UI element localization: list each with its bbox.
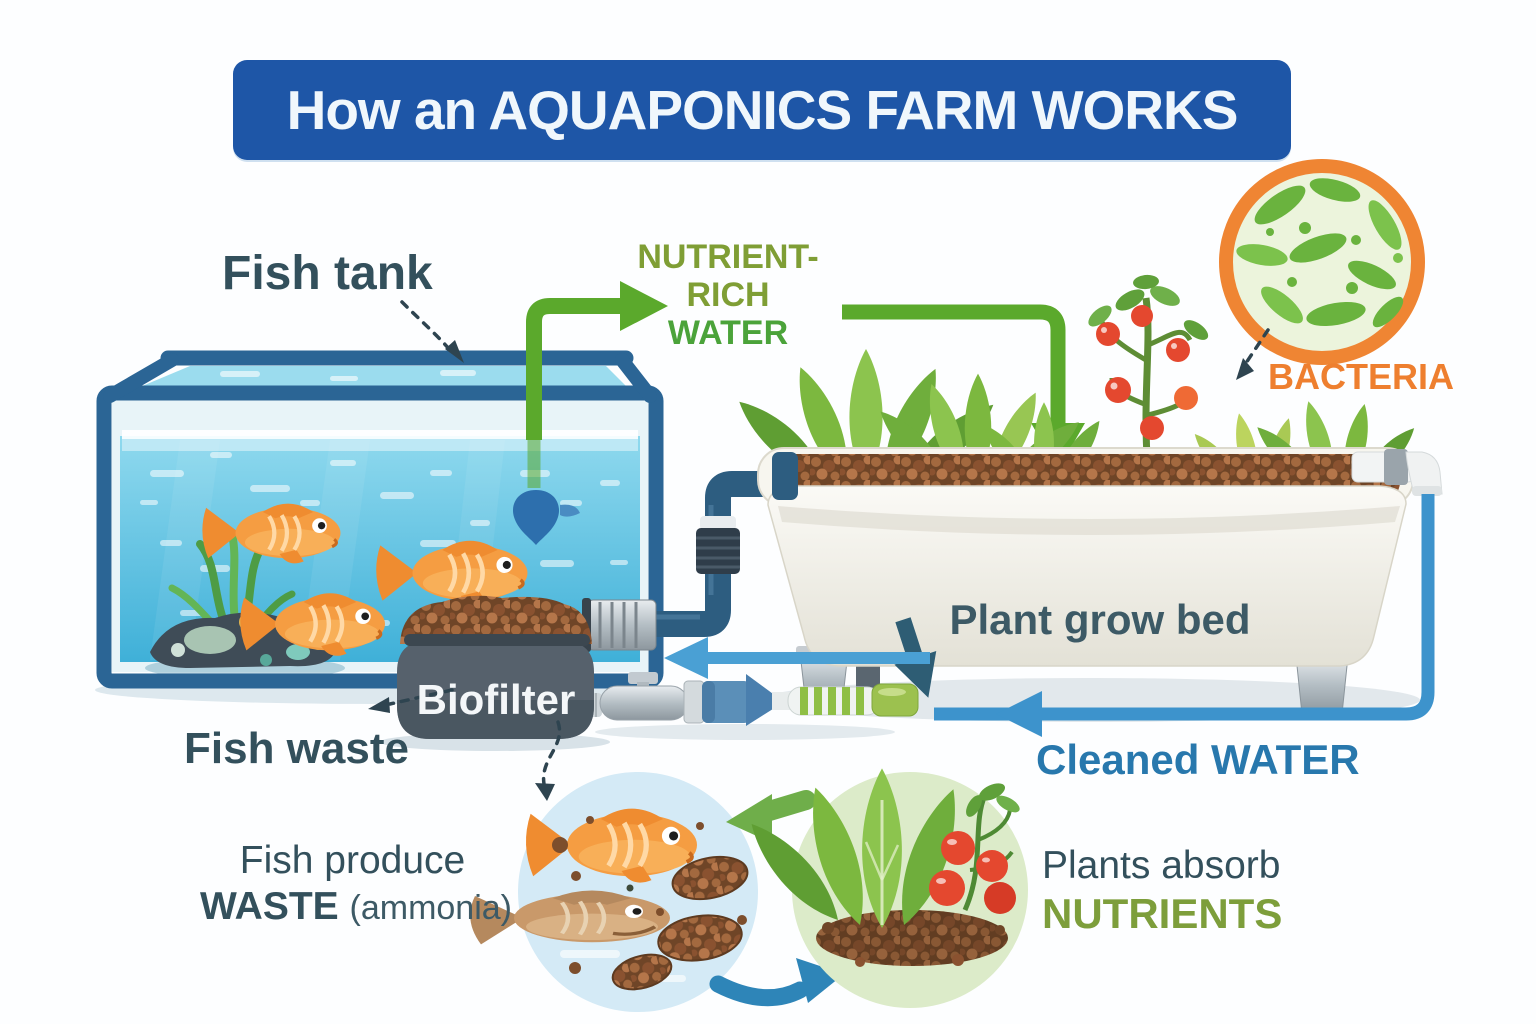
fish-produce-line2: WASTE (ammonia) [200, 885, 512, 928]
plants-absorb-line2: NUTRIENTS [1042, 890, 1283, 937]
plants-absorb-line1: Plants absorb [1042, 844, 1281, 887]
return-arrow-to-tank [664, 637, 930, 679]
brown-fish-icon [470, 890, 670, 945]
bed-outlet-pipe [1351, 449, 1443, 496]
biofilter-coupling [587, 599, 657, 651]
nutrient-line3: WATER [667, 314, 789, 352]
title-banner: How an AQUAPONICS FARM WORKS [233, 60, 1291, 160]
nutrient-line1: NUTRIENT- [637, 238, 819, 276]
plants-nutrients-circle [739, 768, 1028, 1008]
fish-produce-line1: Fish produce [239, 839, 466, 882]
fish-waste-pointer [388, 688, 454, 706]
tank-to-bed-pipe [631, 471, 791, 637]
biofilter [380, 595, 657, 751]
nutrient-water-arrow-left [526, 281, 668, 440]
tomato-icon [929, 783, 1020, 914]
nozzle-fin [560, 504, 580, 517]
nutrient-line2: RICH [686, 276, 770, 314]
nutrient-rich-water-label: NUTRIENT- RICH WATER [628, 238, 828, 352]
fish-produce-waste-label: Fish produce WASTE (ammonia) [200, 838, 512, 931]
cleaned-water-arrowhead [996, 691, 1042, 737]
cycle-arrow-blue [709, 958, 844, 1007]
tomatoes [1096, 305, 1198, 440]
water-inlet-nozzle [512, 490, 560, 545]
fish-waste-label: Fish waste [184, 724, 409, 773]
pump-stripes [800, 687, 864, 715]
pointer-arrows [388, 300, 1270, 786]
biofilter-media [400, 595, 592, 644]
bacteria-pointer [1242, 328, 1270, 368]
waste-pellets [552, 816, 749, 991]
plant-grow-bed [729, 274, 1443, 722]
fish-tank-pointer [400, 300, 452, 352]
plants-absorb-label: Plants absorb NUTRIENTS [1042, 842, 1282, 938]
bacteria-label: BACTERIA [1268, 356, 1454, 397]
plant-grow-bed-label: Plant grow bed [949, 596, 1251, 643]
soil [816, 910, 1008, 966]
cleaned-water-pipe [934, 494, 1435, 737]
inlet-clamp [772, 452, 798, 500]
biofilter-label: Biofilter [416, 676, 576, 723]
pipe-union-cap [700, 516, 736, 530]
lettuce-icon [739, 768, 971, 932]
tank-frame [96, 385, 664, 689]
pointer-arrowheads [368, 340, 1254, 801]
fish-tank-label: Fish tank [222, 247, 433, 300]
biofilter-pointer [541, 720, 562, 786]
page-title: How an AQUAPONICS FARM WORKS [286, 79, 1239, 141]
tomato-plant [1088, 274, 1209, 471]
fish-waste-circle [470, 772, 758, 1012]
cleaned-water-label: Cleaned WATER [1036, 736, 1360, 783]
bacteria-icon [1219, 159, 1425, 365]
